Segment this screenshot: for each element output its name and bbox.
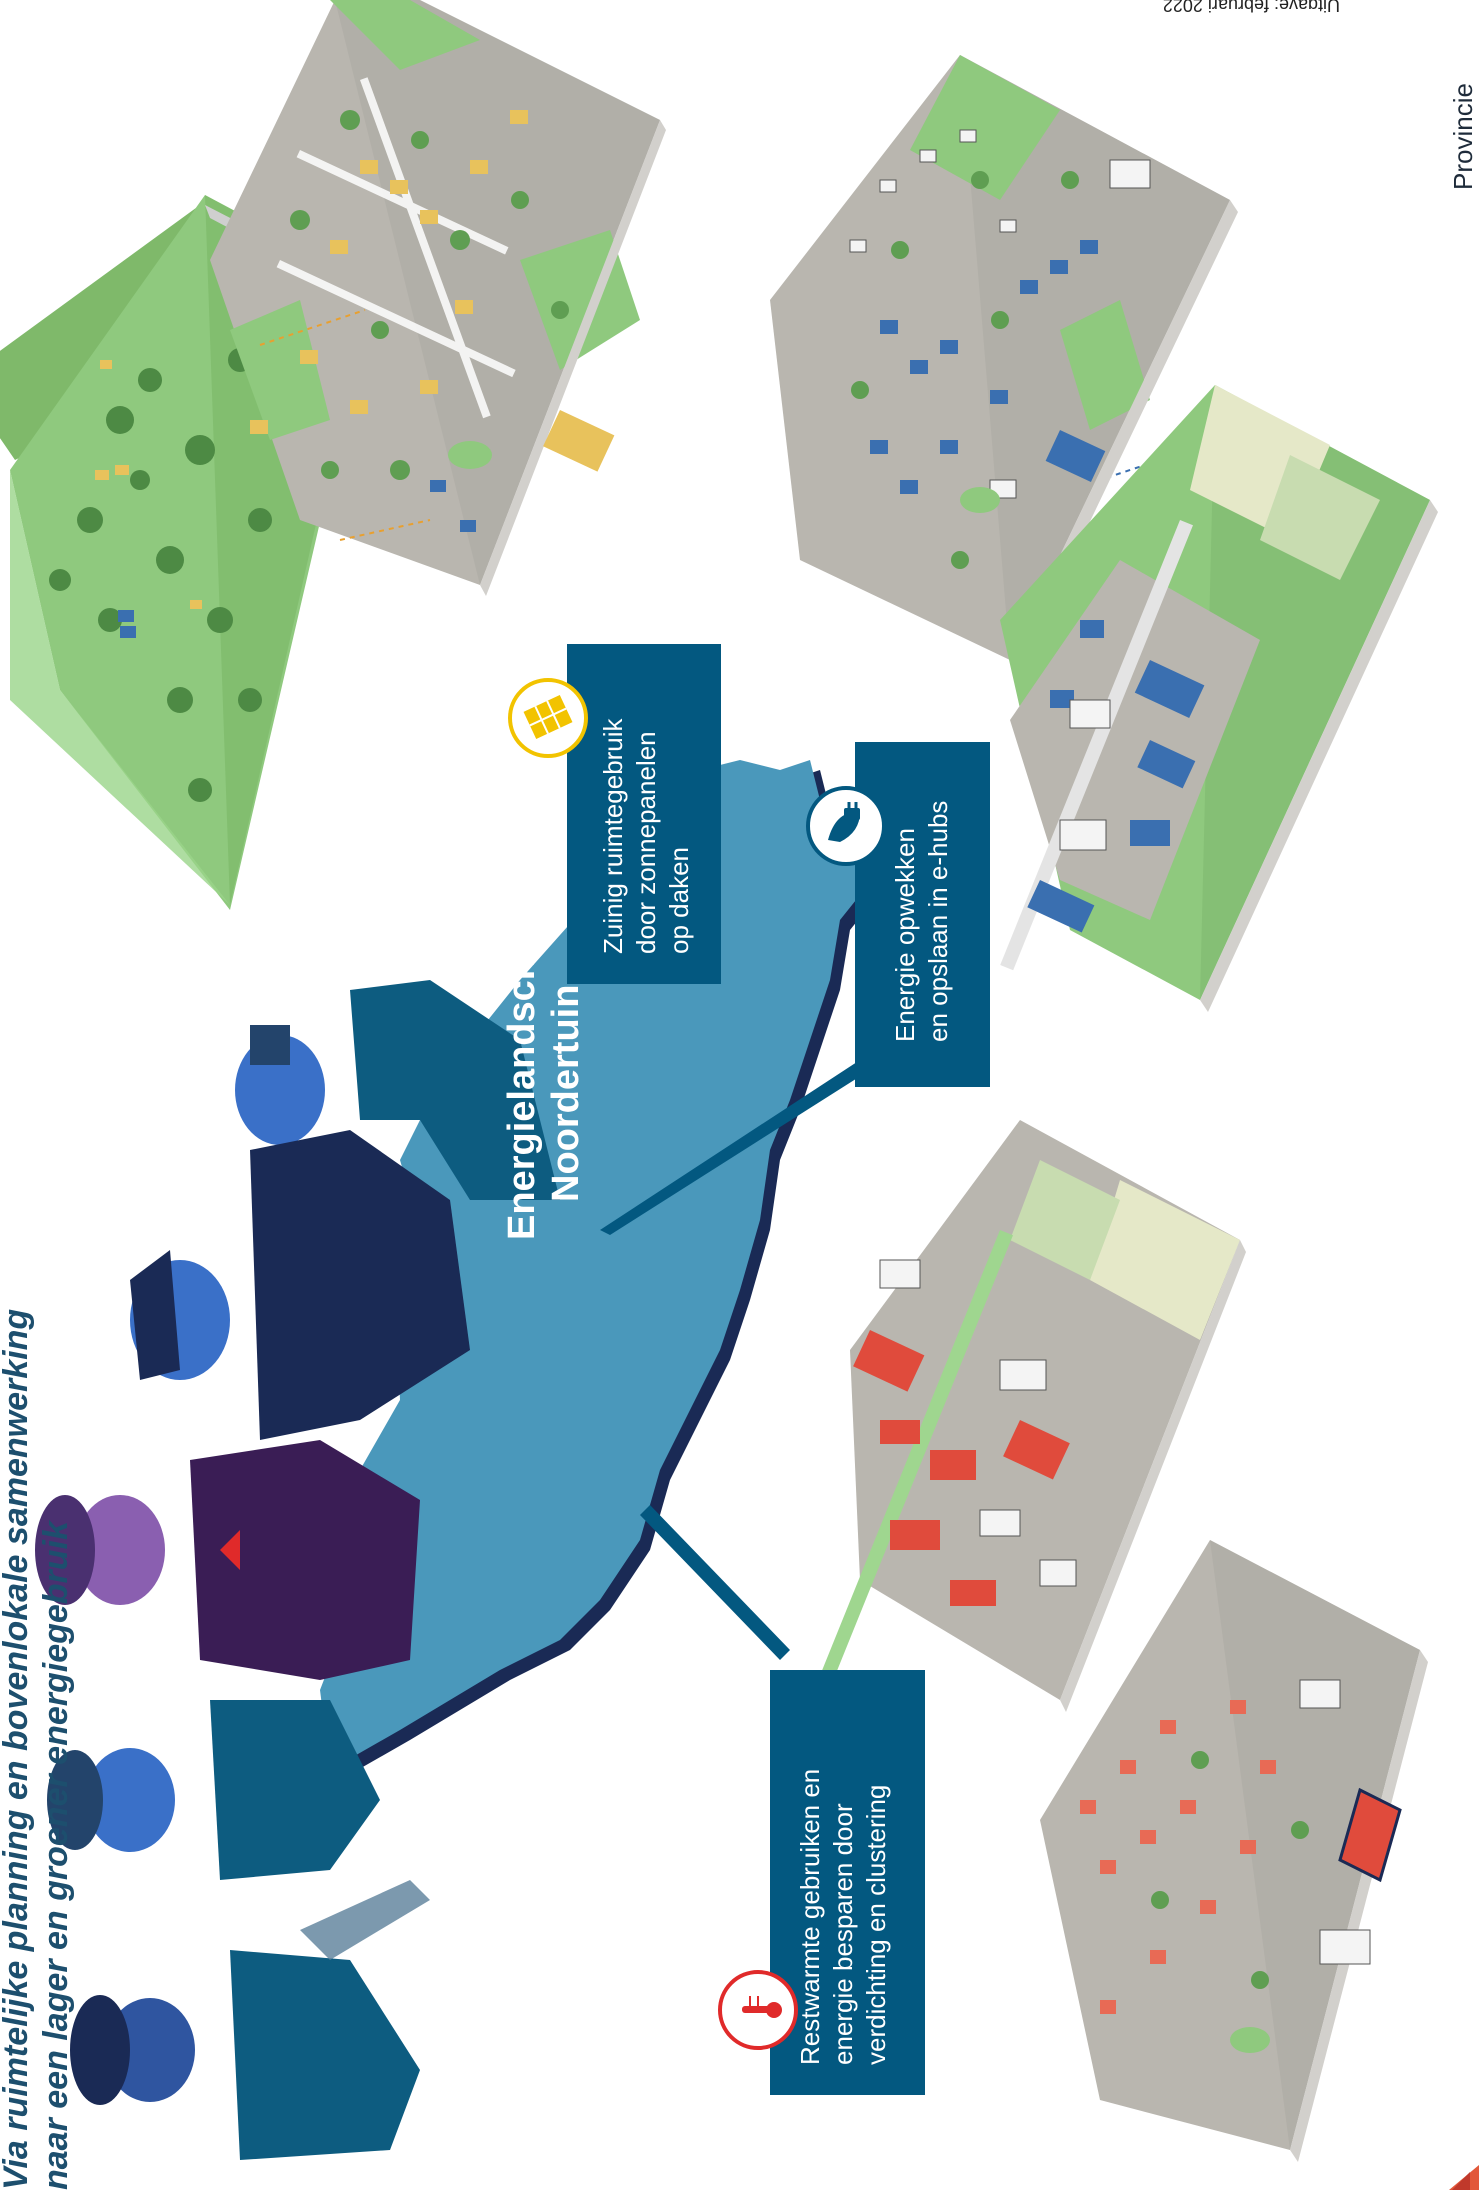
brand-name-text: Provincie: [1448, 83, 1478, 190]
person-1: [235, 980, 560, 1200]
callout-heat-text: Restwarmte gebruiken en energie besparen…: [794, 1769, 893, 2065]
person-3: [35, 1440, 420, 1680]
page-heading: Via ruimtelijke planning en bovenlokale …: [0, 1309, 76, 2190]
callout-ehub-text: Energie opwekken en opslaan in e-hubs: [889, 801, 955, 1042]
callout-solar-line-1: Zuinig ruimtegebruik: [598, 718, 628, 954]
callout-ehub-line-1: Energie opwekken: [890, 828, 920, 1042]
callout-heat-line-3: verdichting en clustering: [861, 1784, 891, 2065]
ehub-town-tile: [770, 55, 1238, 672]
region-map-shape: [320, 760, 890, 1780]
callout-heat-line-1: Restwarmte gebruiken en: [795, 1768, 825, 2065]
province-logo-icon: [1449, 2165, 1479, 2190]
callout-ehub: Energie opwekken en opslaan in e-hubs: [855, 742, 990, 1087]
person-2: [130, 1130, 470, 1440]
callout-solar-line-3: op daken: [664, 847, 694, 954]
heat-industrial-tile: [820, 1120, 1246, 1712]
heat-town-tile: [1040, 1540, 1428, 2162]
people-illustration: [35, 980, 560, 2160]
ehub-industrial-tile: [1000, 385, 1438, 1012]
person-5: [70, 1880, 430, 2160]
region-title-line-1: Energielandschap: [501, 912, 543, 1240]
person-4: [47, 1700, 380, 1880]
callout-solar-text: Zuinig ruimtegebruik door zonnepanelen o…: [597, 718, 696, 954]
publication-date: Uitgave: februari 2022: [1130, 0, 1340, 16]
callout-solar-line-2: door zonnepanelen: [631, 731, 661, 954]
heading-line-1: Via ruimtelijke planning en bovenlokale …: [0, 1308, 35, 2190]
callout-heat: Restwarmte gebruiken en energie besparen…: [770, 1670, 925, 2095]
callout-solar: Zuinig ruimtegebruik door zonnepanelen o…: [567, 644, 721, 984]
callout-ehub-line-2: en opslaan in e-hubs: [923, 800, 953, 1042]
solar-town-tile: [210, 0, 666, 596]
brand-name: Provincie: [1448, 83, 1478, 190]
callout-heat-line-2: energie besparen door: [828, 1803, 858, 2065]
publication-date-text: Uitgave: februari 2022: [1162, 0, 1340, 15]
heading-line-2: naar een lager en groener energiegebruik: [37, 1521, 75, 2190]
